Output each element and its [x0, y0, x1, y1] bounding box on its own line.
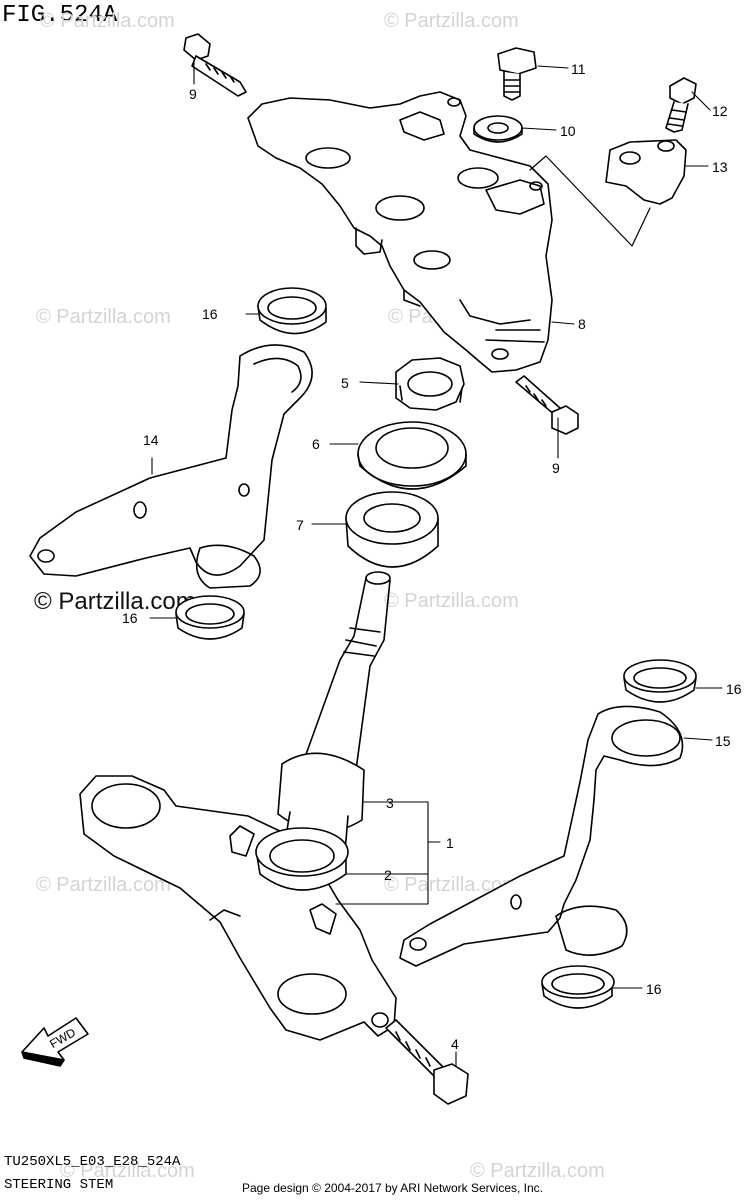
- callout-10: 10: [560, 123, 576, 139]
- callout-7: 7: [296, 517, 304, 533]
- callout-4: 4: [451, 1036, 459, 1052]
- bolt-4: [385, 1019, 469, 1105]
- partzilla-watermark: © Partzilla.com: [34, 588, 196, 615]
- seal-16-b: [175, 595, 245, 640]
- right-bracket-15: [399, 705, 684, 967]
- callout-16: 16: [726, 681, 742, 697]
- seal-6: [357, 421, 467, 490]
- watermark: © Partzilla.com: [60, 1160, 195, 1182]
- bearing-2: [255, 827, 349, 891]
- fwd-arrow-icon: FWD: [21, 1017, 89, 1067]
- watermark: © Partzilla.com: [384, 874, 519, 896]
- figure-title: FIG.524A: [2, 2, 118, 29]
- callout-3: 3: [386, 795, 394, 811]
- leader-lines: [149, 59, 723, 1067]
- watermark: © Partzilla.com: [36, 874, 171, 896]
- callout-14: 14: [143, 432, 159, 448]
- upper-bracket-8: [247, 91, 553, 373]
- bolt-9-top: [183, 33, 247, 97]
- watermark: © Partzilla.com: [384, 10, 519, 32]
- callout-16: 16: [122, 610, 138, 626]
- washer-10: [473, 115, 523, 143]
- bolt-12: [665, 77, 697, 133]
- seal-16-a: [257, 287, 327, 335]
- watermark: © Partzilla.com: [470, 1160, 605, 1182]
- bolt-11: [497, 47, 537, 101]
- seal-16-c: [623, 659, 697, 703]
- callout-9: 9: [189, 86, 197, 102]
- callout-12: 12: [712, 103, 728, 119]
- callout-6: 6: [312, 436, 320, 452]
- callout-1: 1: [446, 835, 454, 851]
- callout-2: 2: [384, 867, 392, 883]
- callout-8: 8: [578, 316, 586, 332]
- callout-13: 13: [712, 159, 728, 175]
- watermark: © Partzilla.com: [40, 10, 175, 32]
- page-credit: Page design © 2004-2017 by ARI Network S…: [242, 1181, 544, 1195]
- callout-15: 15: [715, 733, 731, 749]
- cap-13: [605, 139, 687, 205]
- watermark: © Partzilla.com: [384, 590, 519, 612]
- seal-16-d: [541, 965, 615, 1009]
- callout-5: 5: [341, 375, 349, 391]
- callout-16: 16: [646, 981, 662, 997]
- bearing-7: [345, 491, 439, 568]
- callout-11: 11: [571, 61, 586, 77]
- callout-9: 9: [552, 460, 560, 476]
- callout-16: 16: [202, 306, 218, 322]
- diagram-name: STEERING STEM: [4, 1177, 114, 1193]
- lower-bracket: [79, 775, 397, 1041]
- bolt-9-mid: [515, 375, 579, 435]
- watermark: © Partzilla.com: [36, 306, 171, 328]
- left-bracket-14: [29, 344, 313, 589]
- model-code: TU250XL5_E03_E28_524A: [4, 1154, 181, 1170]
- nut-5: [395, 357, 465, 411]
